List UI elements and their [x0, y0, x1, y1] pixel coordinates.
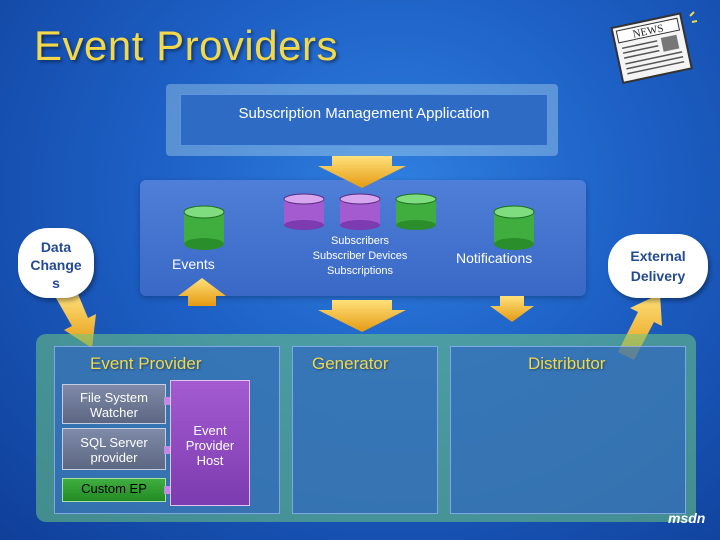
- database-icon: [283, 193, 325, 230]
- cloud-right-line-2: Delivery: [630, 268, 686, 284]
- event-provider-host-box: Event Provider Host: [170, 380, 250, 506]
- sql-line-1: SQL Server: [80, 435, 148, 450]
- sql-server-provider-box: SQL Server provider: [62, 428, 166, 470]
- fsw-line-2: Watcher: [90, 405, 138, 420]
- cloud-left-line-2: Change: [30, 257, 82, 273]
- distributor-label: Distributor: [528, 354, 606, 373]
- database-icon: [493, 205, 535, 250]
- host-line-3: Host: [196, 453, 224, 468]
- subscribers-label: Subscribers: [330, 235, 390, 247]
- generator-panel: [292, 346, 438, 514]
- data-changes-cloud: Data Change s: [18, 228, 94, 298]
- database-icon: [339, 193, 381, 230]
- fsw-line-1: File System: [80, 390, 148, 405]
- page-title: Event Providers: [34, 22, 338, 69]
- arrow-icon: [490, 296, 534, 322]
- cloud-left-line-1: Data: [40, 239, 72, 255]
- cloud-left-line-3: s: [52, 275, 60, 291]
- arrow-icon: [318, 300, 406, 332]
- host-line-2: Provider: [185, 438, 235, 453]
- event-provider-label: Event Provider: [90, 354, 202, 373]
- custom-ep-box: Custom EP: [62, 478, 166, 502]
- subscriber-devices-label: Subscriber Devices: [312, 250, 408, 262]
- distributor-panel: [450, 346, 686, 514]
- host-line-1: Event: [193, 423, 227, 438]
- subscription-app-box: Subscription Management Application: [180, 94, 548, 146]
- msdn-logo: msdn: [668, 510, 706, 526]
- events-label: Events: [172, 256, 215, 272]
- cloud-right-line-1: External: [630, 248, 686, 264]
- newspaper-icon: NEWS: [610, 11, 698, 84]
- connector: [164, 397, 172, 405]
- database-icon: [183, 205, 225, 250]
- sql-line-2: provider: [90, 450, 138, 465]
- subscribers-labels: Subscribers Subscriber Devices Subscript…: [290, 234, 430, 279]
- external-delivery-cloud: External Delivery: [608, 234, 708, 298]
- subscription-app-label: Subscription Management Application: [238, 105, 490, 122]
- notifications-label: Notifications: [456, 250, 533, 266]
- connector: [164, 486, 172, 494]
- generator-label: Generator: [312, 354, 389, 373]
- connector: [164, 446, 172, 454]
- subscriptions-label: Subscriptions: [326, 265, 394, 277]
- file-system-watcher-box: File System Watcher: [62, 384, 166, 424]
- database-icon: [395, 193, 437, 230]
